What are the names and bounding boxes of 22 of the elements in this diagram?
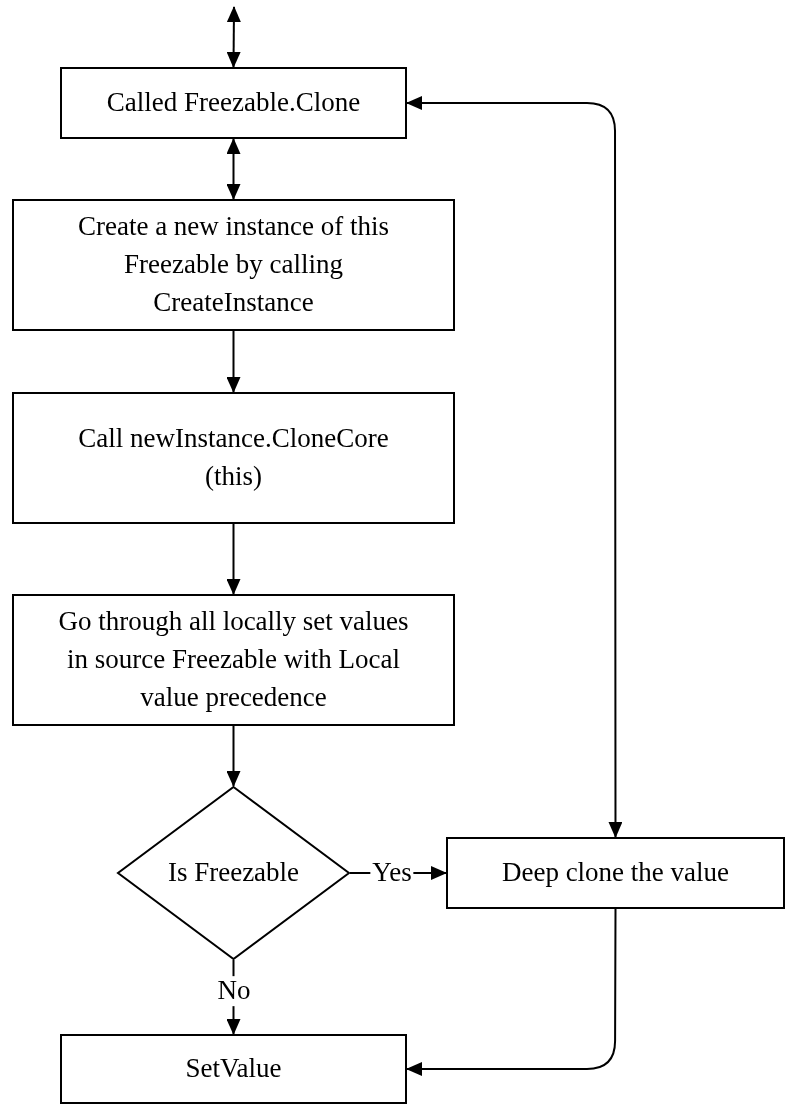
arrow [226,725,241,787]
arrow [226,6,241,68]
box-text: Is Freezable [167,856,300,890]
arrow [406,908,617,1076]
process-box [60,67,407,139]
process-box [446,837,785,909]
arrow [226,523,241,595]
edge-label: No [215,976,253,1006]
process-box [60,1034,407,1104]
arrow [226,138,241,200]
box-text: Deep clone the value [501,856,730,890]
box-text: Call newInstance.CloneCore (this) [77,422,390,493]
process-box [12,594,455,726]
box-text: SetValue [185,1052,282,1086]
arrow [406,96,623,838]
box-text: Called Freezable.Clone [106,86,361,120]
arrow [226,330,241,393]
box-text: Go through all locally set values in source Freezable with Local value precedence [57,605,410,714]
box-text: Create a new instance of this Freezable by calling CreateInstance [76,210,391,319]
decision-diamond [117,786,350,960]
process-box [12,392,455,524]
process-box [12,199,455,331]
